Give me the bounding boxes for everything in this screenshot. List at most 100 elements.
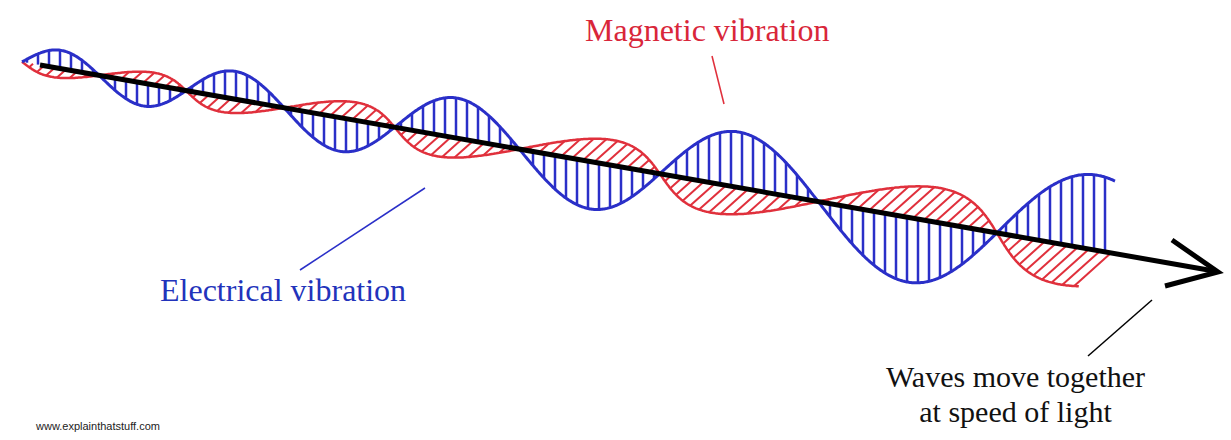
hatch-line xyxy=(1071,177,1074,246)
hatch-line xyxy=(1104,177,1107,252)
hatch-line xyxy=(235,72,238,100)
hatch-line xyxy=(1082,175,1085,248)
hatch-line xyxy=(433,101,436,134)
hatch-line xyxy=(158,86,161,105)
lobe-fill xyxy=(22,62,1115,286)
hatch-line xyxy=(257,82,260,103)
hatch-line xyxy=(330,101,346,116)
hatch-line xyxy=(1093,175,1096,250)
hatch-line xyxy=(213,74,216,96)
axis-arrowhead xyxy=(1165,240,1218,286)
field-label: Magnetic vibration xyxy=(585,12,885,49)
hatch-line xyxy=(840,206,843,231)
hatch-line xyxy=(763,143,766,192)
hatch-line xyxy=(312,113,315,137)
hatch-line xyxy=(1019,241,1045,264)
magnetic-wave-fill xyxy=(22,62,1115,286)
hatch-line xyxy=(631,169,634,197)
field-label: Electrical vibration xyxy=(160,272,480,309)
hatch-line xyxy=(627,154,643,168)
hatch-line xyxy=(466,101,469,140)
hatch-line xyxy=(709,187,737,212)
hatch-line xyxy=(683,182,704,201)
hatch-line xyxy=(719,133,722,185)
hatch-line xyxy=(147,84,150,106)
hatch-line xyxy=(1027,203,1030,238)
hatch-line xyxy=(884,213,887,273)
hatch-line xyxy=(576,159,579,205)
hatch-line xyxy=(323,115,326,145)
hatch-line xyxy=(961,227,964,264)
hatch-line xyxy=(565,157,568,198)
hatch-line xyxy=(1016,213,1019,236)
hatch-line xyxy=(939,223,942,278)
hatch-line xyxy=(605,144,627,164)
hatch-line xyxy=(488,116,491,144)
hatch-line xyxy=(774,152,777,194)
leader-line xyxy=(1088,300,1152,356)
hatch-line xyxy=(352,106,368,120)
hatch-line xyxy=(598,163,601,209)
hatch-line xyxy=(721,189,748,214)
hatch-line xyxy=(906,217,909,282)
hatch-line xyxy=(880,187,909,213)
source-credit: www.explainthatstuff.com xyxy=(36,420,296,433)
hatch-line xyxy=(1074,253,1111,286)
hatch-line xyxy=(851,208,854,244)
hatch-line xyxy=(587,161,590,208)
hatch-line xyxy=(913,189,945,218)
hatch-line xyxy=(224,71,227,97)
propagation-axis xyxy=(40,65,1214,271)
hatch-line xyxy=(609,165,612,208)
hatch-line xyxy=(785,163,788,196)
hatch-line xyxy=(422,106,425,132)
hatch-line xyxy=(690,183,715,205)
hatch-line xyxy=(902,187,934,216)
hatch-line xyxy=(620,167,623,203)
hatch-line xyxy=(686,150,689,178)
hatch-line xyxy=(946,201,971,224)
hatch-line xyxy=(708,137,711,183)
electric-wave-hatch xyxy=(27,50,1105,283)
hatch-line xyxy=(972,229,975,256)
hatch-line xyxy=(730,131,733,186)
hatch-line xyxy=(1026,243,1056,270)
hatch-line xyxy=(594,141,618,162)
hatch-line xyxy=(444,98,447,136)
hatch-line xyxy=(895,215,898,279)
hatch-line xyxy=(583,139,606,160)
propagation-note: Waves move together at speed of light xyxy=(878,360,1153,429)
hatch-line xyxy=(1038,194,1041,240)
hatch-line xyxy=(891,186,922,214)
hatch-line xyxy=(968,214,984,228)
hatch-line xyxy=(543,153,546,178)
hatch-line xyxy=(1049,187,1052,242)
hatch-line xyxy=(697,142,700,180)
hatch-line xyxy=(928,221,931,281)
hatch-line xyxy=(572,139,594,159)
hatch-line xyxy=(862,209,865,255)
hatch-line xyxy=(345,119,348,152)
hatch-line xyxy=(59,50,62,68)
hatch-line xyxy=(246,75,249,101)
hatch-line xyxy=(733,191,759,214)
hatch-line xyxy=(554,155,557,189)
hatch-line xyxy=(1060,181,1063,244)
hatch-line xyxy=(752,137,755,191)
hatch-line xyxy=(950,225,953,272)
hatch-line xyxy=(455,98,458,138)
hatch-line xyxy=(741,133,744,189)
leader-line xyxy=(712,56,724,104)
electric-wave xyxy=(22,50,1115,283)
hatch-line xyxy=(477,107,480,142)
hatch-line xyxy=(367,123,370,146)
hatch-line xyxy=(334,117,337,150)
hatch-line xyxy=(356,121,359,151)
hatch-line xyxy=(917,219,920,283)
hatch-line xyxy=(136,82,139,104)
hatch-line xyxy=(796,175,799,198)
hatch-line xyxy=(957,207,978,226)
hatch-line xyxy=(125,80,128,99)
hatch-line xyxy=(699,185,726,209)
